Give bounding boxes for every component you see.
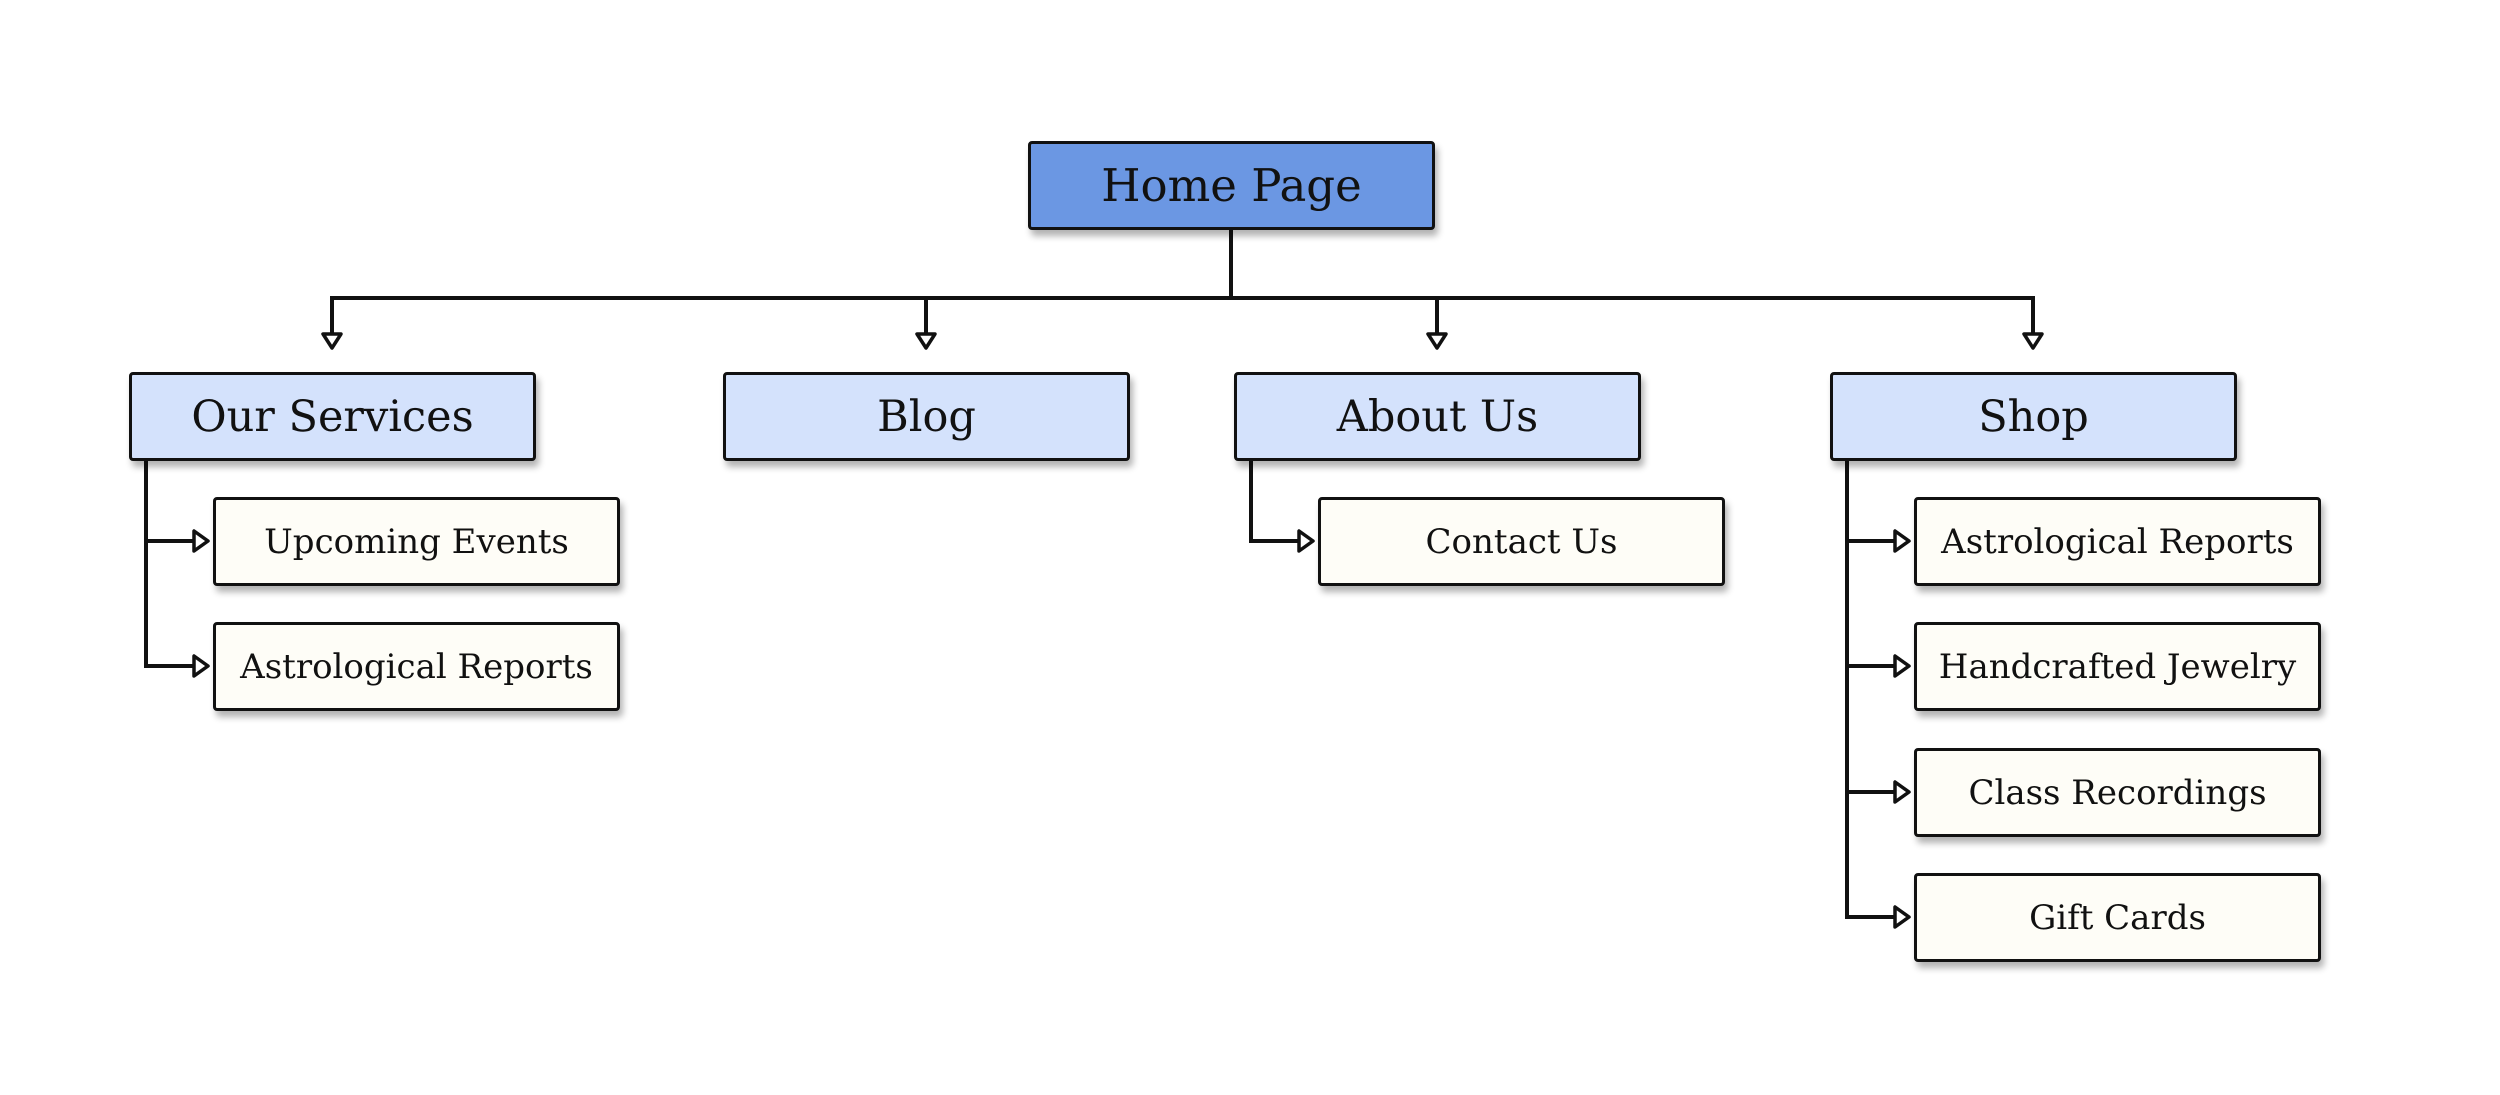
node-shop-astrological-reports: Astrological Reports: [1914, 497, 2321, 586]
node-class-recordings: Class Recordings: [1914, 748, 2321, 837]
arrow-right-icon: [1893, 654, 1911, 678]
node-upcoming-events: Upcoming Events: [213, 497, 620, 586]
node-contact-us: Contact Us: [1318, 497, 1725, 586]
node-gift-cards: Gift Cards: [1914, 873, 2321, 962]
node-our-services: Our Services: [129, 372, 536, 461]
arrow-right-icon: [1893, 780, 1911, 804]
arrow-right-icon: [192, 529, 210, 553]
arrow-down-icon: [2022, 332, 2044, 350]
arrow-down-icon: [321, 332, 343, 350]
node-handcrafted-jewelry: Handcrafted Jewelry: [1914, 622, 2321, 711]
arrow-down-icon: [1426, 332, 1448, 350]
arrow-right-icon: [1893, 905, 1911, 929]
node-home-page: Home Page: [1028, 141, 1435, 230]
node-services-astrological-reports: Astrological Reports: [213, 622, 620, 711]
node-shop: Shop: [1830, 372, 2237, 461]
node-blog: Blog: [723, 372, 1130, 461]
arrow-right-icon: [192, 654, 210, 678]
arrow-right-icon: [1297, 529, 1315, 553]
node-about-us: About Us: [1234, 372, 1641, 461]
arrow-down-icon: [915, 332, 937, 350]
arrow-right-icon: [1893, 529, 1911, 553]
